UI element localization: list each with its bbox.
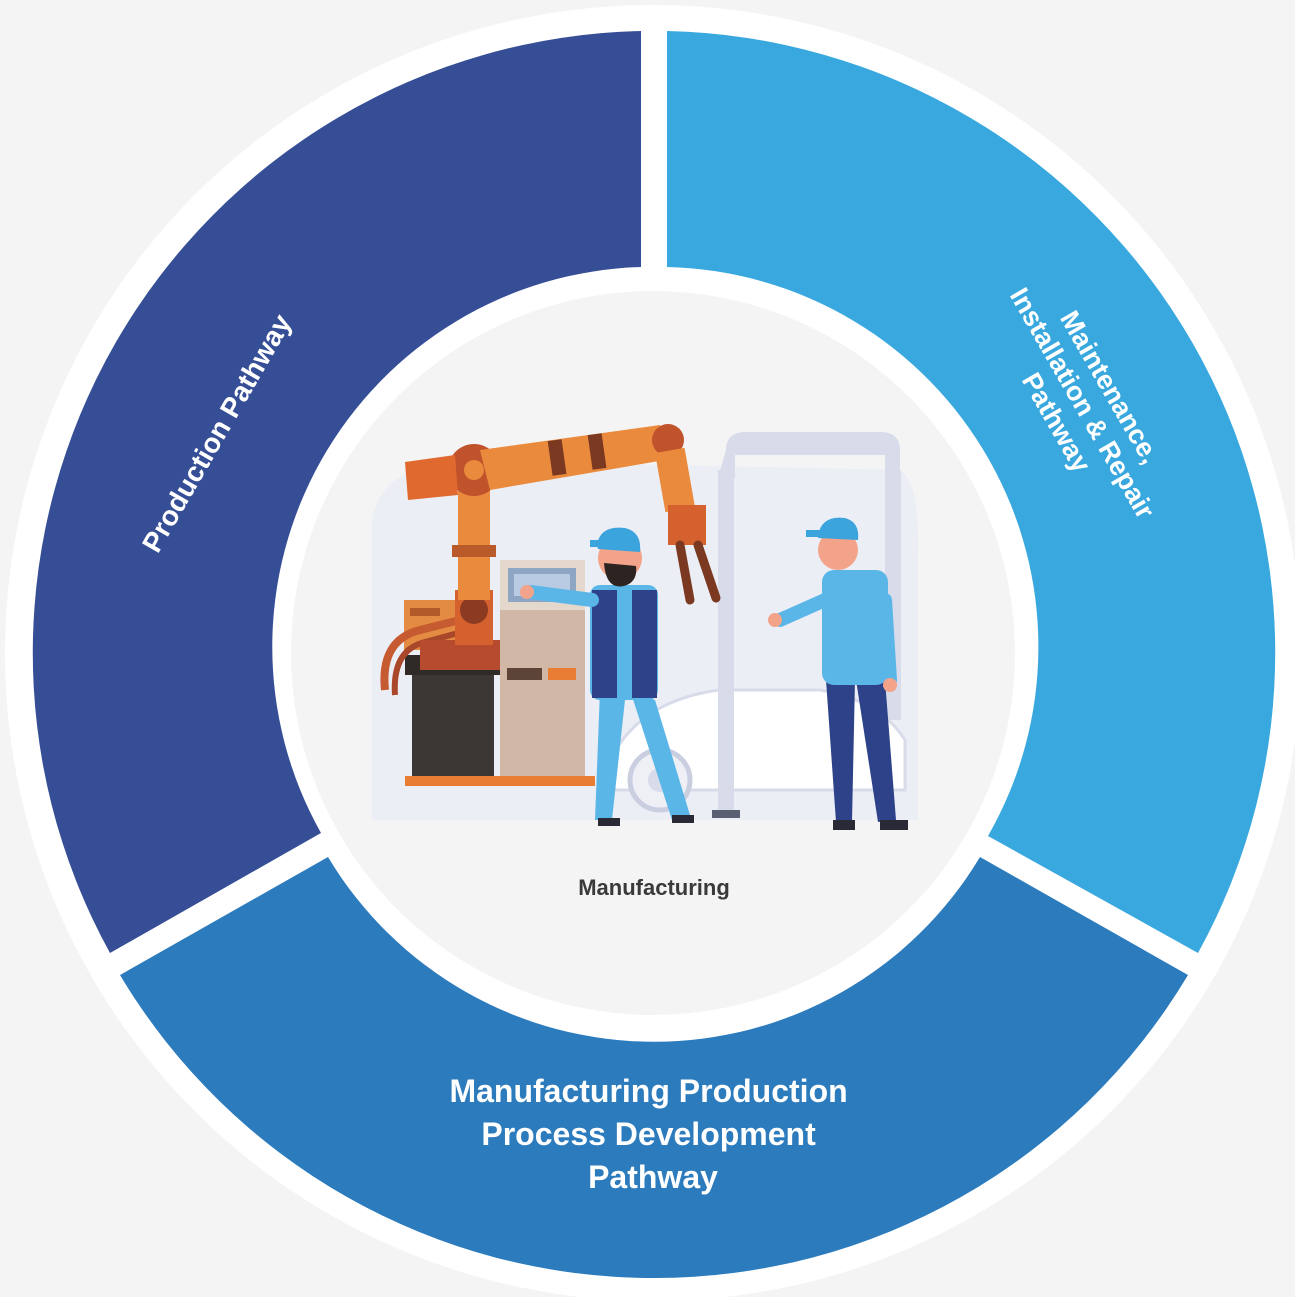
segment-maintenance-pathway[interactable] <box>667 31 1276 953</box>
vehicle-lift-icon <box>712 432 901 818</box>
process-dev-label-line-3: Pathway <box>588 1159 718 1195</box>
process-dev-label-line-2: Process Development <box>481 1116 816 1152</box>
robot-arm-icon <box>380 424 721 696</box>
robot-arm-and-workers-illustration <box>372 424 919 830</box>
process-development-pathway-label: Manufacturing Production Process Develop… <box>449 1073 856 1195</box>
worker-engineer-icon <box>768 517 908 830</box>
process-dev-label-line-1: Manufacturing Production <box>449 1073 847 1109</box>
center-label: Manufacturing <box>578 875 730 900</box>
segment-process-development-pathway[interactable] <box>120 857 1188 1279</box>
segment-production-pathway[interactable] <box>32 31 642 953</box>
worker-technician-icon <box>520 527 694 826</box>
